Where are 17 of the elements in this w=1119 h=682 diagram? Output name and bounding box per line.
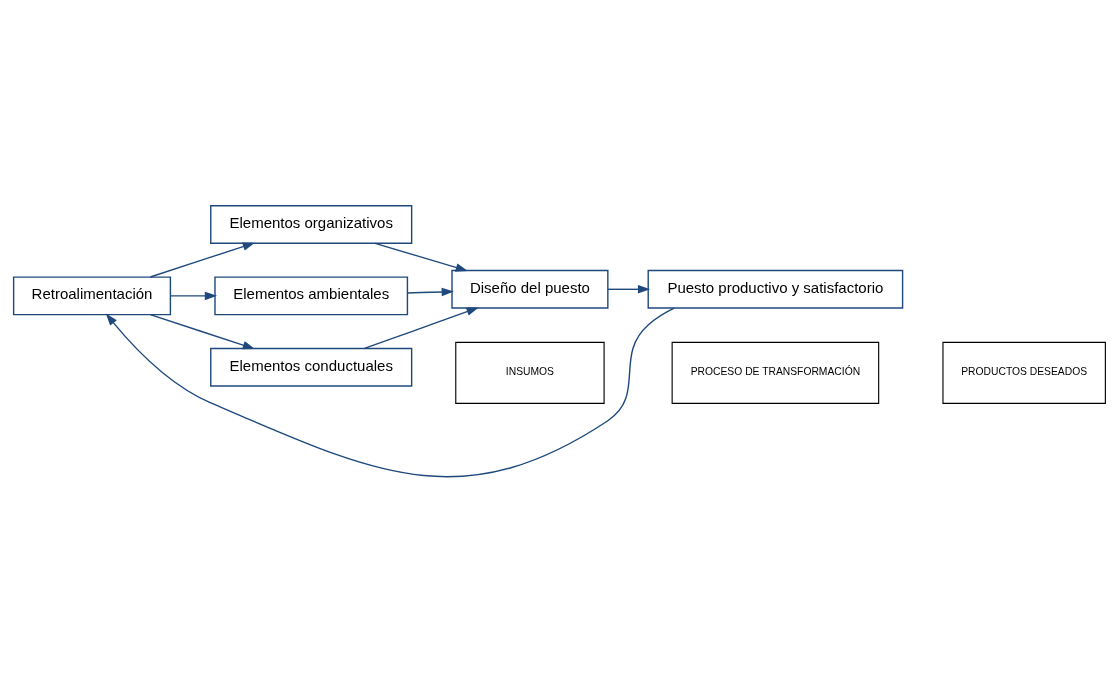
arrow [149,241,255,278]
node-box: Elementos conductuales [210,347,413,387]
arrow [607,284,651,294]
arrow [105,307,675,477]
node-box: Diseño del puesto [451,269,609,309]
node-box: Elementos organizativos [210,204,413,244]
node-box: Elementos ambientales [214,275,409,315]
node-box: PROCESO DE TRANSFORMACIÓN [671,341,880,404]
arrow [169,291,218,300]
arrow [406,287,454,296]
node-box: PRODUCTOS DESEADOS [942,341,1106,404]
node-box: INSUMOS [455,341,605,404]
node-box: Puesto productivo y satisfactorio [647,269,904,309]
arrow [149,313,255,349]
node-box: Retroalimentación [12,275,172,315]
arrow [363,306,479,349]
arrow [374,242,468,272]
